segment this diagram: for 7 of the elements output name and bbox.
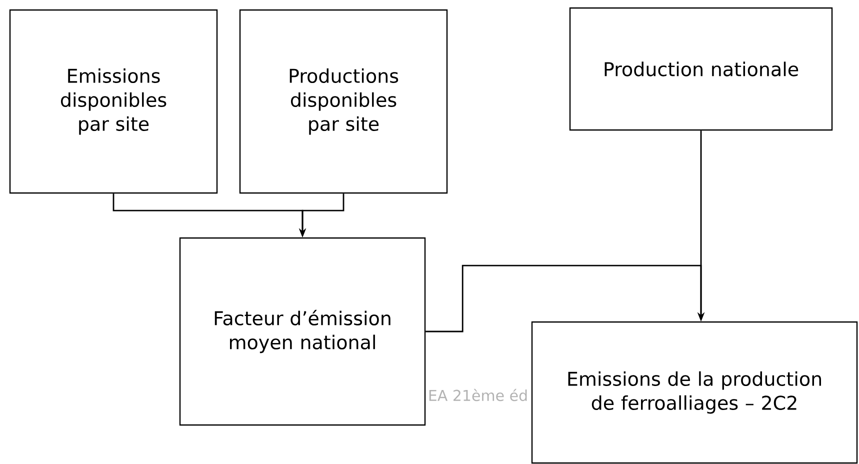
footer-text: EA 21ème éd — [429, 388, 527, 402]
process-box: Production nationale — [569, 7, 833, 131]
arrow — [426, 264, 705, 332]
process-box: Facteur d’émission moyen national — [179, 237, 426, 426]
process-box: Emissions disponibles par site — [9, 9, 218, 194]
process-box: Productions disponibles par site — [239, 9, 448, 194]
process-box: Emissions de la production de ferroalliages – 2C2 — [531, 321, 858, 464]
